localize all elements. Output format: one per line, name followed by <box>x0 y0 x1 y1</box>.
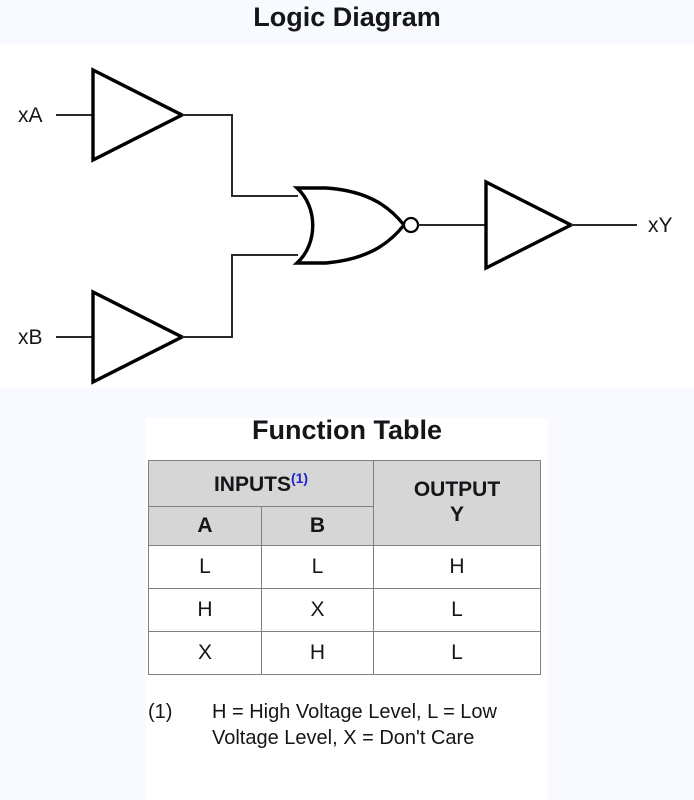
table-header-row-columns: A B <box>148 506 541 546</box>
input-a-label: xA <box>18 104 43 127</box>
table-row: L L H <box>148 545 542 589</box>
footnote-marker: (1) <box>148 701 173 723</box>
table-row: H X L <box>148 588 542 632</box>
cell-a: X <box>148 631 262 675</box>
logic-diagram-title: Logic Diagram <box>253 2 441 32</box>
wire-b-to-nor <box>182 254 298 338</box>
buffer-gate-out <box>484 179 575 271</box>
nor-inversion-bubble-icon <box>402 216 420 234</box>
buffer-gate-b <box>91 289 186 385</box>
page-tint-band-right <box>548 418 694 800</box>
table-row: X H L <box>148 631 542 675</box>
cell-b: H <box>260 631 375 675</box>
header-column-b: B <box>260 506 375 546</box>
function-table-title: Function Table <box>252 415 442 445</box>
wire-a-to-nor <box>182 114 298 197</box>
page-tint-band-top <box>0 0 694 44</box>
cell-y: L <box>373 588 542 632</box>
cell-b: X <box>260 588 375 632</box>
logic-diagram-figure: xA xB xY <box>18 67 673 385</box>
buffer-gate-a <box>91 67 186 163</box>
footnote-text: H = High Voltage Level, L = Low Voltage … <box>212 701 497 749</box>
header-inputs-footnote-marker: (1) <box>290 470 309 486</box>
nor-gate <box>292 186 407 265</box>
cell-y: H <box>373 545 542 589</box>
header-output-signal: Y <box>450 503 465 526</box>
header-output-label: OUTPUT <box>413 478 501 502</box>
input-b-label: xB <box>18 326 43 349</box>
header-inputs-label: INPUTS <box>213 473 291 496</box>
table-header-row-group: INPUTS(1) OUTPUT Y <box>147 460 542 546</box>
header-inputs-group: INPUTS(1) <box>147 460 375 507</box>
page-tint-band-left <box>0 418 146 800</box>
cell-a: H <box>148 588 262 632</box>
function-table: INPUTS(1) OUTPUT Y A B L L H H X L X H L <box>147 460 542 675</box>
cell-a: L <box>148 545 262 589</box>
function-table-header: INPUTS(1) OUTPUT Y A B <box>147 460 542 546</box>
header-column-a: A <box>148 506 262 546</box>
page-tint-band-middle <box>0 388 694 418</box>
output-y-label: xY <box>648 214 673 237</box>
table-footnote: (1) H = High Voltage Level, L = Low Volt… <box>148 700 540 751</box>
header-output-group: OUTPUT Y <box>373 460 542 546</box>
cell-y: L <box>373 631 542 675</box>
function-table-body: L L H H X L X H L <box>148 545 542 675</box>
cell-b: L <box>260 545 375 589</box>
